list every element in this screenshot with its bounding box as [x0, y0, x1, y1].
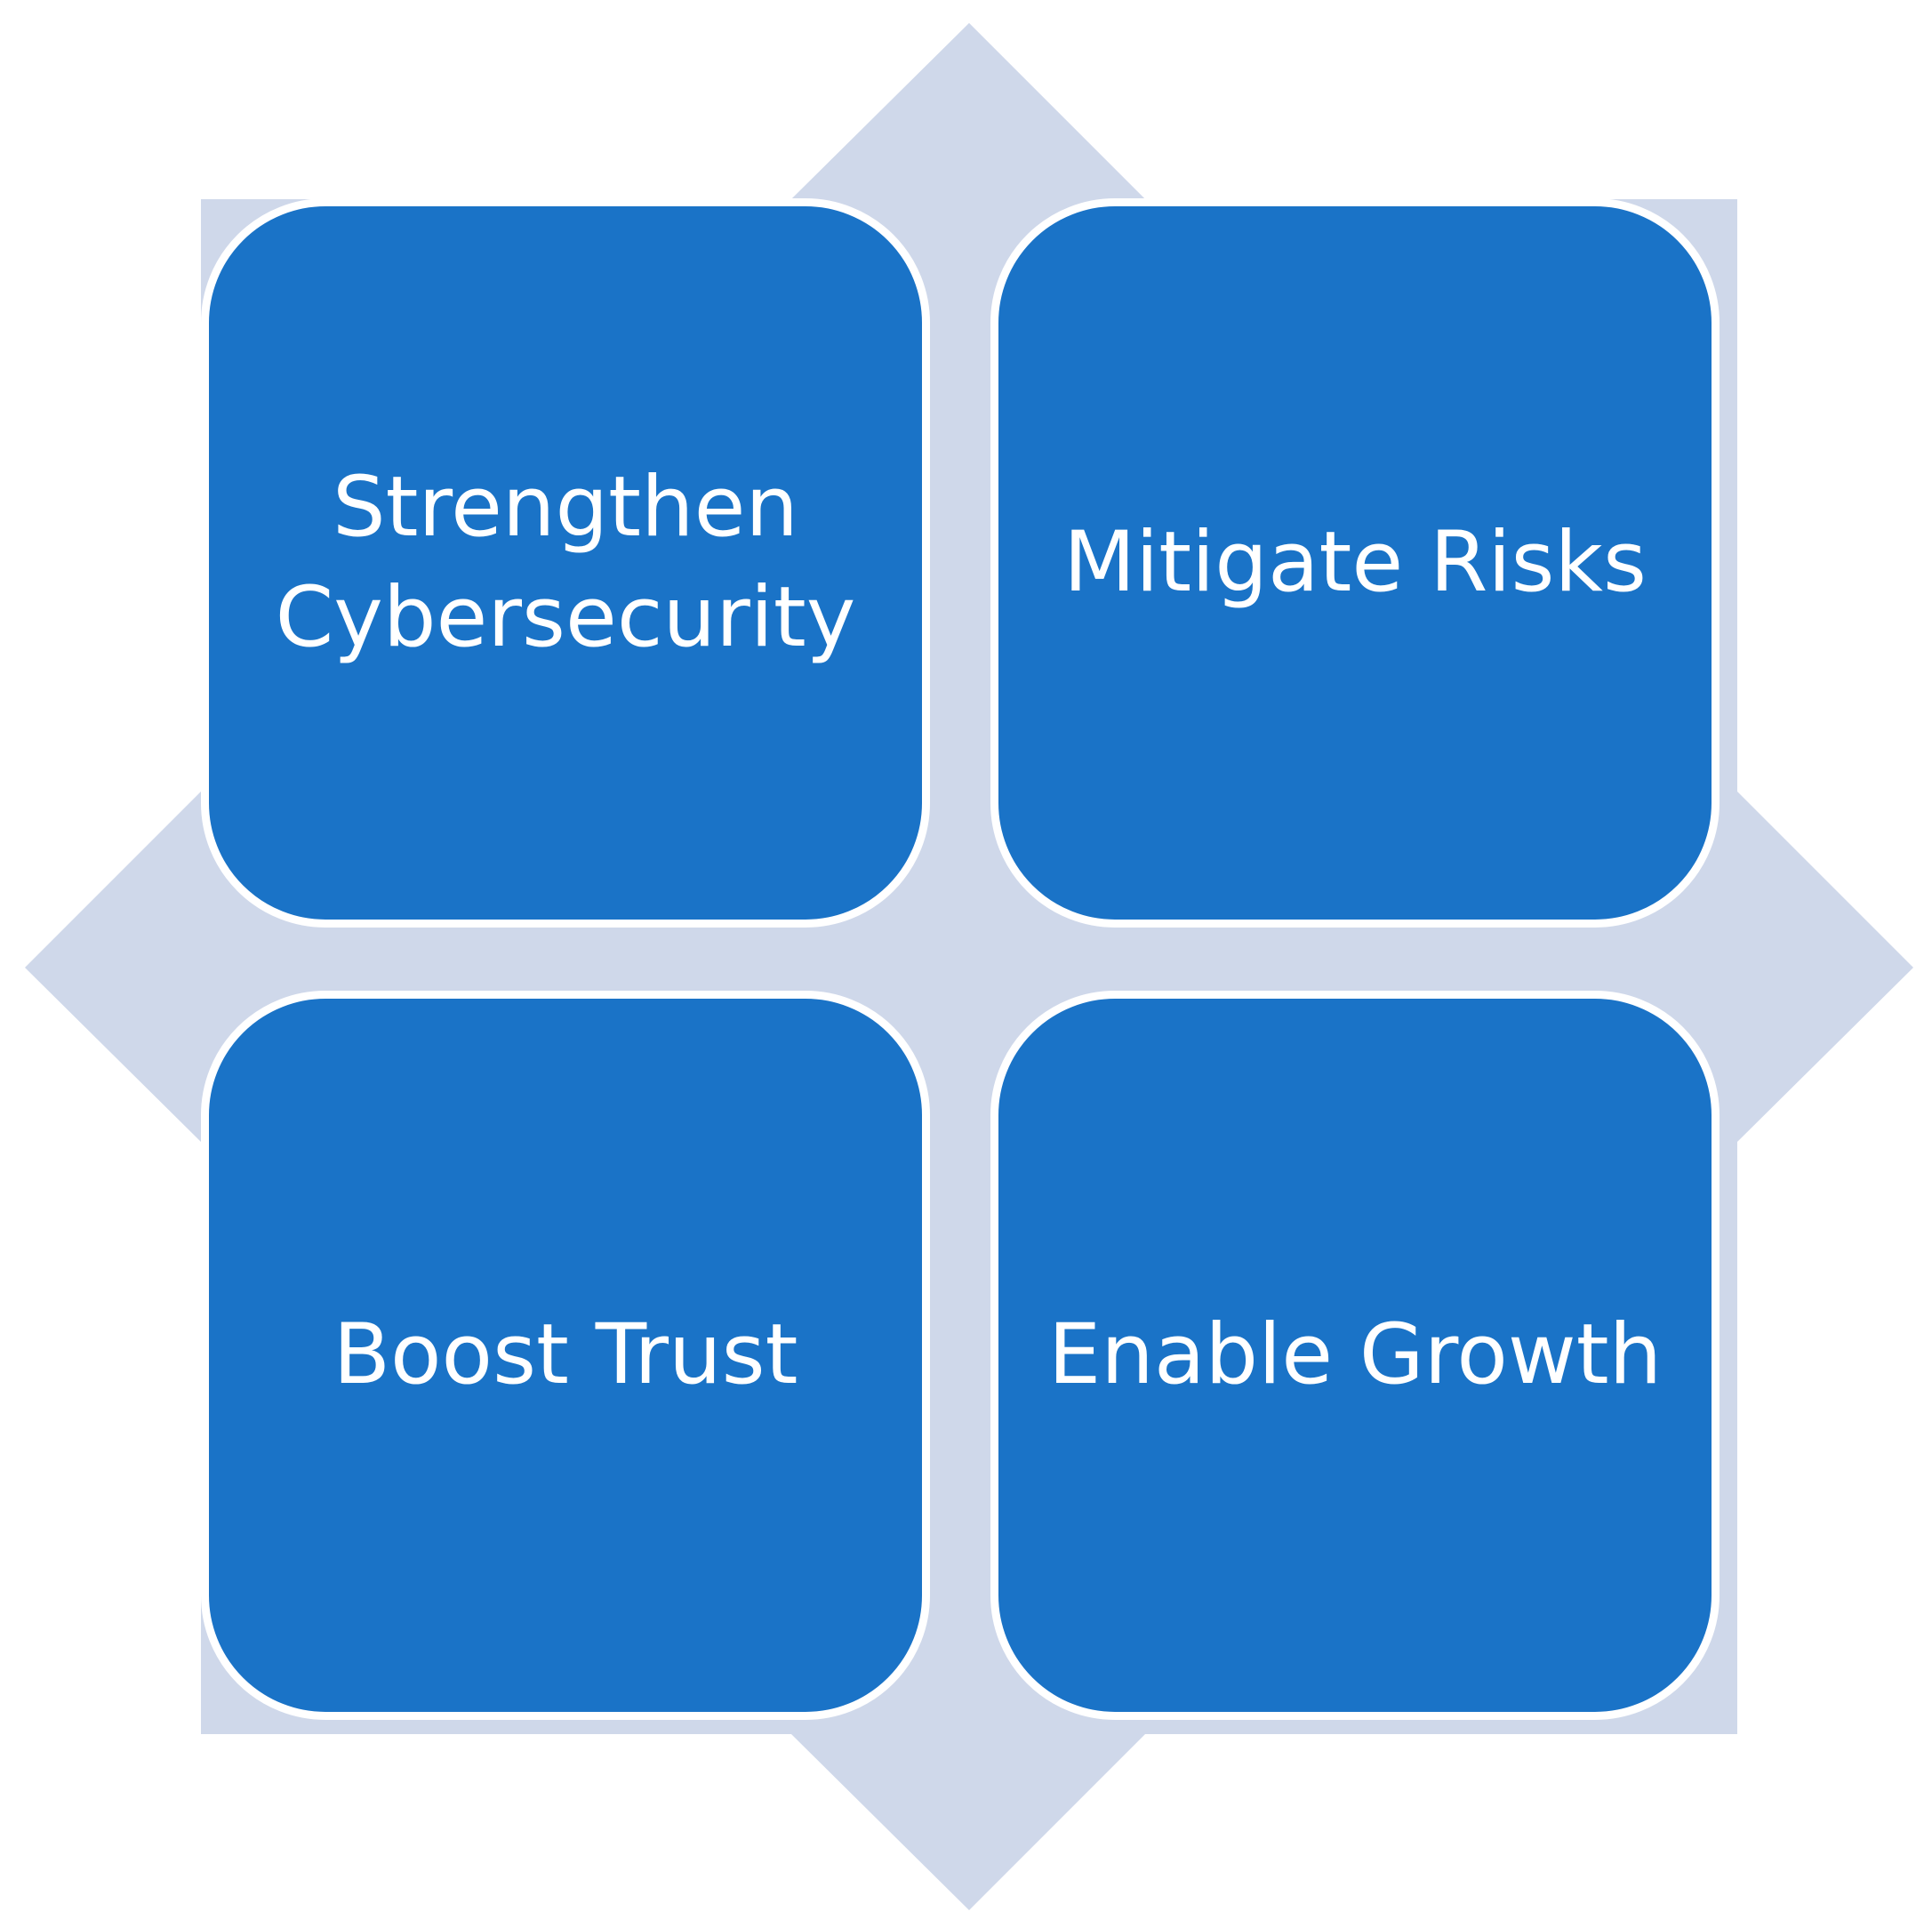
- quadrant-enable-growth: Enable Growth: [990, 991, 1720, 1720]
- quadrant-label: Strengthen Cybersecurity: [275, 459, 856, 666]
- quadrant-label: Boost Trust: [333, 1306, 798, 1403]
- quadrant-label: Mitigate Risks: [1063, 514, 1647, 611]
- quadrant-mitigate-risks: Mitigate Risks: [990, 198, 1720, 928]
- quadrant-boost-trust: Boost Trust: [201, 991, 930, 1720]
- quadrant-label: Enable Growth: [1047, 1306, 1663, 1403]
- quadrant-strengthen-cybersecurity: Strengthen Cybersecurity: [201, 198, 930, 928]
